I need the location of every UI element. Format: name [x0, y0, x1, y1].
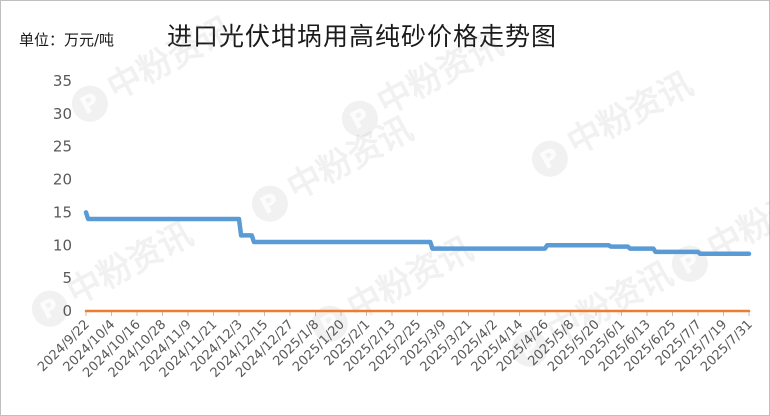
y-tick-label: 15 — [53, 203, 72, 221]
y-tick-label: 35 — [53, 72, 72, 90]
y-tick-label: 25 — [53, 138, 72, 156]
y-tick-label: 0 — [62, 302, 72, 320]
series-line-1 — [83, 210, 752, 257]
x-axis: 2024/9/222024/10/42024/10/162024/10/2820… — [35, 311, 756, 381]
chart-title: 进口光伏坩埚用高纯砂价格走势图 — [167, 22, 558, 51]
y-tick-label: 30 — [53, 105, 72, 123]
y-axis: 0 5 10 15 20 25 30 35 — [53, 72, 72, 320]
series-layer — [83, 210, 752, 313]
y-tick-label: 5 — [62, 269, 72, 287]
y-tick-label: 20 — [53, 171, 72, 189]
y-tick-label: 10 — [53, 236, 72, 254]
unit-label: 单位：万元/吨 — [19, 31, 115, 49]
